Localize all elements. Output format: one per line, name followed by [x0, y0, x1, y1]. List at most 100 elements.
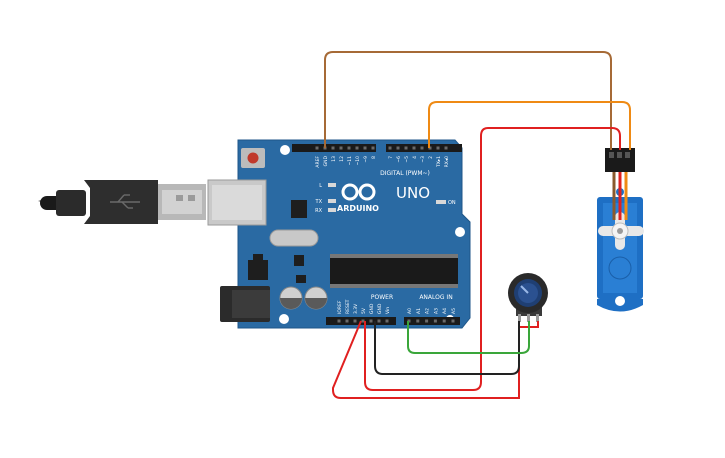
digital-pin[interactable] [331, 146, 335, 150]
mounting-hole [280, 145, 290, 155]
analog-pin-label: A1 [416, 308, 422, 314]
digital-pin-label: GND [323, 155, 329, 166]
analog-header [404, 317, 460, 325]
digital-pin-label: ~3 [420, 156, 426, 163]
digital-pin-label: ~5 [404, 156, 410, 163]
digital-pin[interactable] [347, 146, 351, 150]
mounting-hole [455, 227, 465, 237]
power-pin-label: 3.3V [353, 303, 359, 314]
digital-pin[interactable] [420, 146, 424, 150]
digital-pin-label: 13 [331, 156, 337, 162]
pot-indicator [520, 285, 529, 294]
wire-red-pot-power[interactable] [332, 320, 539, 399]
analog-pin[interactable] [425, 319, 429, 323]
wire-green-analog[interactable] [407, 321, 530, 354]
digital-pin[interactable] [404, 146, 408, 150]
analog-header-label: ANALOG IN [419, 294, 452, 301]
wire-orange-signal[interactable] [428, 101, 631, 150]
power-pin-label: GND [377, 303, 383, 314]
power-header-label: POWER [371, 294, 393, 301]
power-pin-label: IOREF [337, 300, 343, 314]
digital-pin[interactable] [355, 146, 359, 150]
led-rx-label: RX [315, 208, 322, 214]
digital-pin[interactable] [315, 146, 319, 150]
power-pin[interactable] [385, 319, 389, 323]
led-rx [328, 208, 336, 212]
led-tx-label: TX [315, 199, 323, 205]
power-pin[interactable] [361, 319, 365, 323]
servo-connector [605, 148, 635, 172]
power-pin-label: Vin [385, 307, 391, 314]
digital-pin-label: 4 [412, 156, 418, 159]
arduino-uno-board[interactable]: ARDUINO UNO L TX RX ON DIGITAL (PWM~) PO… [207, 139, 471, 329]
digital-pin[interactable] [339, 146, 343, 150]
usb-icon [110, 194, 140, 209]
atmega-chip [330, 258, 458, 284]
led-on [436, 200, 446, 204]
analog-pin-label: A0 [407, 308, 413, 314]
pot-leg-left [518, 314, 521, 322]
analog-pin[interactable] [451, 319, 455, 323]
power-pin[interactable] [369, 319, 373, 323]
capacitor [279, 286, 303, 310]
servo-lead [612, 170, 628, 220]
capacitor [304, 286, 328, 310]
servo-motor[interactable] [597, 188, 644, 312]
digital-pin-label: TX▸1 [436, 156, 442, 168]
digital-pin-label: ~6 [396, 156, 402, 163]
digital-pin-label: 12 [339, 156, 345, 162]
digital-pin-label: 7 [388, 156, 394, 159]
usb-cable[interactable] [38, 180, 206, 224]
digital-pin[interactable] [444, 146, 448, 150]
digital-pin-label: RX◂0 [444, 156, 450, 167]
digital-pin[interactable] [388, 146, 392, 150]
potentiometer[interactable] [508, 273, 548, 322]
digital-pin[interactable] [436, 146, 440, 150]
cable-boot [56, 190, 86, 216]
digital-header-right [386, 144, 462, 152]
pot-leg-wiper [527, 314, 530, 322]
power-pin[interactable] [353, 319, 357, 323]
mounting-hole [279, 314, 289, 324]
power-pin-label: 5V [361, 307, 367, 314]
usb-chip [291, 200, 307, 218]
analog-pin[interactable] [442, 319, 446, 323]
digital-pin-label: 2 [428, 156, 434, 159]
led-l-label: L [319, 183, 322, 189]
board-model: UNO [396, 184, 430, 202]
digital-pin-label: ~10 [355, 156, 361, 166]
digital-pin[interactable] [396, 146, 400, 150]
wire-red-servo-power[interactable] [364, 127, 621, 391]
led-l [328, 183, 336, 187]
reset-button-cap [247, 152, 259, 164]
wire-brown-ground[interactable] [324, 51, 612, 150]
digital-pin-label: 8 [371, 156, 377, 159]
power-pin[interactable] [377, 319, 381, 323]
wire-black-pot-ground[interactable] [374, 321, 520, 375]
arduino-logo-text: ARDUINO [337, 204, 379, 213]
analog-pin-label: A2 [425, 308, 431, 314]
led-on-label: ON [448, 200, 456, 206]
pot-leg-right [536, 314, 539, 322]
analog-pin-label: A3 [433, 308, 439, 314]
power-pin[interactable] [337, 319, 341, 323]
digital-pin-label: AREF [315, 156, 321, 168]
crystal-oscillator [269, 229, 319, 247]
power-pin-label: RESET [345, 299, 351, 314]
led-tx [328, 199, 336, 203]
digital-pin-label: ~9 [363, 156, 369, 163]
analog-pin-label: A4 [442, 308, 448, 314]
analog-pin[interactable] [416, 319, 420, 323]
infinity-icon [341, 183, 376, 201]
usb-plug-shine [162, 190, 202, 214]
power-pin[interactable] [345, 319, 349, 323]
digital-pin[interactable] [412, 146, 416, 150]
analog-pin-label: A5 [451, 308, 457, 314]
analog-pin[interactable] [433, 319, 437, 323]
digital-pin[interactable] [371, 146, 375, 150]
digital-pin[interactable] [363, 146, 367, 150]
servo-mount-hole [615, 296, 625, 306]
power-pin-label: GND [369, 303, 375, 314]
digital-header-label: DIGITAL (PWM~) [380, 170, 430, 177]
